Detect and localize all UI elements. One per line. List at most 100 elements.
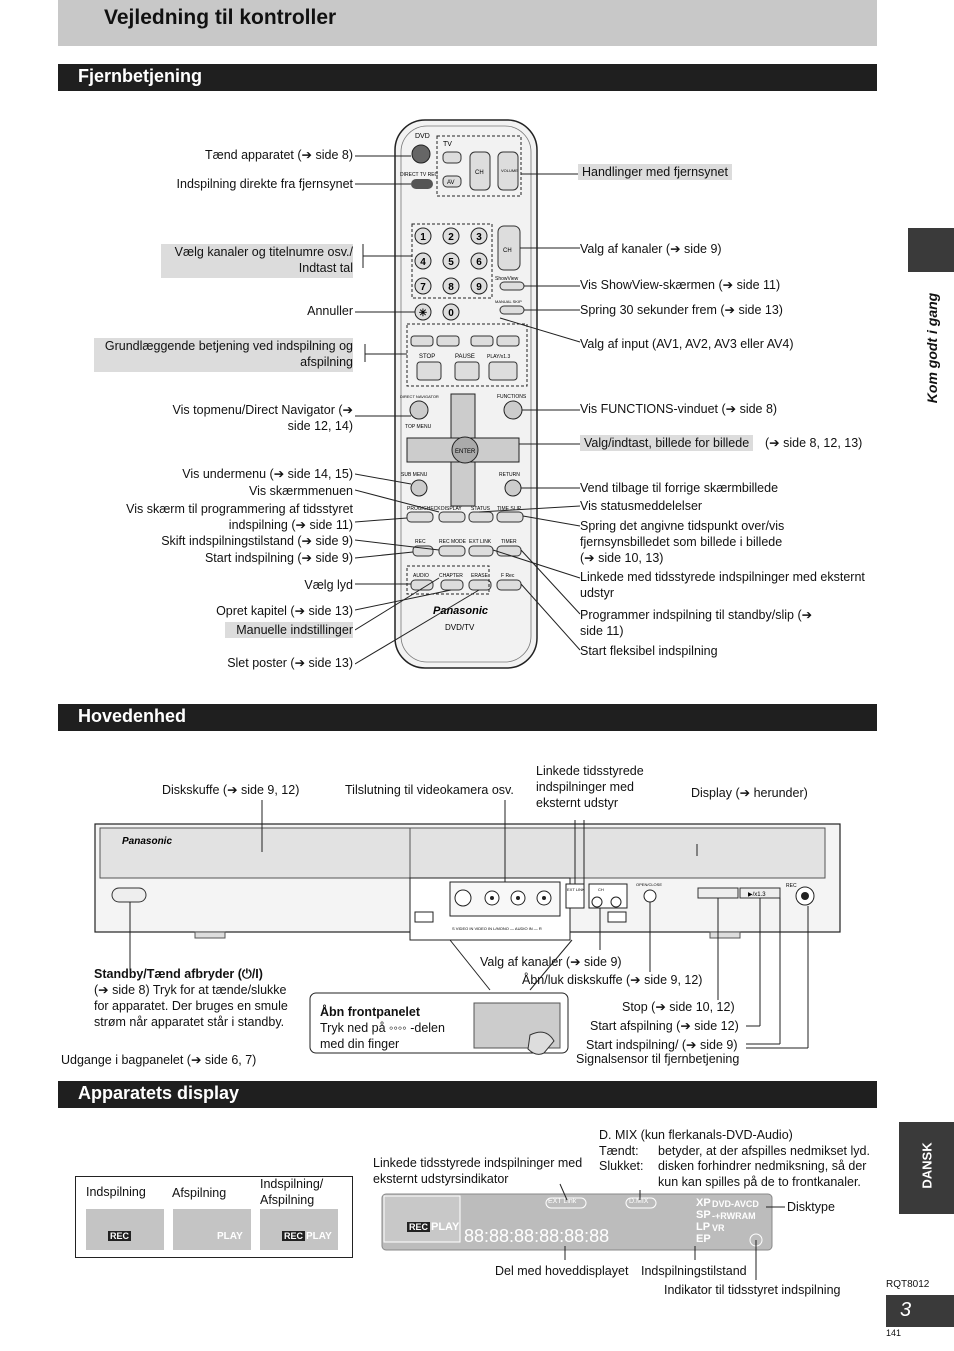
display-mode-xp: XP (696, 1197, 711, 1209)
unit-open-panel: Åbn frontpanelet Tryk ned på ◦◦◦◦ -delen… (320, 1004, 470, 1052)
section-display: Apparatets display (58, 1081, 877, 1108)
svg-text:ERASE: ERASE (471, 573, 489, 579)
display-main-part: Del med hoveddisplayet (495, 1264, 629, 1278)
unit-label-channel: Valg af kanaler (➔ side 9) (480, 955, 622, 969)
svg-text:DISPLAY: DISPLAY (441, 506, 462, 512)
svg-text:TIMER: TIMER (501, 539, 517, 545)
remote-label-audio: Vælg lyd (304, 578, 353, 592)
svg-text:VOLUME: VOLUME (501, 168, 518, 173)
display-panel-graphic: 88:88:88:88:88:88 (381, 1193, 773, 1251)
display-dmix-badge: D.MIX (629, 1198, 649, 1205)
unit-label-open-close: Åbn/luk diskskuffe (➔ side 9, 12) (522, 973, 703, 987)
svg-text:MANUAL SKIP: MANUAL SKIP (495, 299, 522, 304)
remote-label-skip30: Spring 30 sekunder frem (➔ side 13) (580, 303, 783, 317)
svg-text:DIRECT TV REC: DIRECT TV REC (400, 172, 439, 178)
title-bar (58, 0, 877, 46)
display-disc-line2: -+RWRAM (712, 1211, 756, 1221)
state-panel-play: PLAY (173, 1209, 251, 1250)
display-mode-ep: EP (696, 1233, 711, 1245)
svg-text:EXT LINK: EXT LINK (567, 887, 585, 892)
unit-label-tray: Diskskuffe (➔ side 9, 12) (162, 783, 300, 797)
svg-text:S VIDEO IN VIDEO IN L/MONO: S VIDEO IN VIDEO IN L/MONO — AUDIO IN — … (452, 926, 542, 931)
svg-text:PROG/CHECK: PROG/CHECK (407, 506, 441, 512)
svg-text:SUB MENU: SUB MENU (401, 472, 428, 478)
unit-label-camcorder: Tilslutning til videokamera osv. (345, 783, 514, 797)
display-mode-lp: LP (696, 1221, 711, 1233)
svg-text:9: 9 (476, 282, 482, 293)
remote-label-chapter: Opret kapitel (➔ side 13) (216, 604, 353, 618)
display-timer-indicator: Indikator til tidsstyret indspilning (664, 1283, 841, 1297)
remote-label-functions: Vis FUNCTIONS-vinduet (➔ side 8) (580, 402, 778, 416)
display-dmix-on-text: betyder, at der afspilles nedmikset lyd. (658, 1144, 870, 1158)
display-ext-link-badge: EXT Link (548, 1198, 577, 1205)
svg-text:4: 4 (420, 257, 426, 268)
page-title: Vejledning til kontroller (104, 6, 337, 29)
remote-label-return: Vend tilbage til forrige skærmbillede (580, 481, 779, 495)
section-main-unit-title: Hovedenhed (78, 706, 187, 726)
svg-text:TOP MENU: TOP MENU (405, 424, 432, 430)
remote-label-timer: Programmer indspilning til standby/slip … (580, 608, 813, 638)
svg-text:CHAPTER: CHAPTER (439, 573, 463, 579)
remote-label-power: Tænd apparatet (➔ side 8) (204, 148, 353, 162)
svg-text:88:88:88:88:88:88: 88:88:88:88:88:88 (464, 1226, 609, 1246)
display-leader-lines (559, 1183, 785, 1280)
lang-tab-label: DANSK (919, 1142, 935, 1189)
svg-text:REC: REC (415, 539, 426, 545)
remote-label-direct-tv-rec: Indspilning direkte fra fjernsynet (176, 177, 353, 191)
svg-text:CH: CH (503, 248, 512, 254)
side-tab-marker (908, 228, 954, 272)
state-panel-recplay: REC PLAY (260, 1209, 338, 1250)
svg-text:RETURN: RETURN (499, 472, 520, 478)
remote-label-status: Vis statusmeddelelser (580, 499, 703, 513)
svg-text:AUDIO: AUDIO (413, 573, 429, 579)
unit-label-display: Display (➔ herunder) (691, 786, 808, 800)
unit-label-play: Start afspilning (➔ side 12) (590, 1019, 739, 1033)
svg-text:TV: TV (443, 141, 452, 148)
unit-standby: Standby/Tænd afbryder (⏻/I) (➔ side 8) T… (94, 966, 294, 1030)
display-ext-link-indicator: Linkede tidsstyrede indspilninger med ek… (373, 1156, 583, 1186)
state-recplay-rec: REC (282, 1231, 306, 1241)
svg-text:2: 2 (448, 232, 454, 243)
remote-label-erase: Slet poster (➔ side 13) (227, 656, 353, 670)
svg-text:PLAY/x1.3: PLAY/x1.3 (487, 354, 510, 360)
remote-label-rec: Start indspilning (➔ side 9) (204, 551, 353, 565)
display-disc-vr: VR (712, 1223, 725, 1233)
unit-label-rear: Udgange i bagpanelet (➔ side 6, 7) (61, 1053, 257, 1067)
svg-text:DVD/TV: DVD/TV (445, 623, 475, 632)
display-disc-line1: DVD-AVCD (712, 1199, 759, 1209)
display-disc-type: Disktype (787, 1200, 835, 1214)
svg-text:6: 6 (476, 257, 482, 268)
unit-label-rec: Start indspilning/ (➔ side 9) (586, 1038, 738, 1052)
remote-label-display: Vis skærmmenuen (249, 484, 353, 498)
display-dmix-on-label: Tændt: (599, 1144, 639, 1158)
svg-text:Panasonic: Panasonic (122, 836, 172, 847)
display-states-box (75, 1176, 353, 1258)
svg-text:3: 3 (476, 232, 482, 243)
section-main-unit: Hovedenhed (58, 704, 877, 731)
svg-text:AV: AV (447, 180, 455, 186)
svg-text:8: 8 (448, 282, 454, 293)
state-panel-rec: REC (86, 1209, 164, 1250)
unit-standby-body: (➔ side 8) Tryk for at tænde/slukke for … (94, 983, 288, 1029)
remote-label-basic: Grundlæggende betjening ved indspilning … (94, 338, 353, 372)
section-display-title: Apparatets display (78, 1083, 240, 1103)
svg-text:EXT LINK: EXT LINK (469, 539, 492, 545)
remote-label-frec: Start fleksibel indspilning (580, 644, 718, 658)
svg-text:DIRECT NAVIGATOR: DIRECT NAVIGATOR (400, 394, 439, 399)
display-dmix-off-label: Slukket: (599, 1159, 644, 1173)
svg-text:REC MODE: REC MODE (439, 539, 467, 545)
unit-label-sensor: Signalsensor til fjernbetjening (576, 1052, 740, 1066)
unit-open-panel-title: Åbn frontpanelet (320, 1005, 420, 1019)
unit-open-panel-body: Tryk ned på ◦◦◦◦ -delen med din finger (320, 1021, 445, 1051)
svg-text:PAUSE: PAUSE (455, 354, 475, 360)
lang-tab: DANSK (899, 1122, 954, 1214)
svg-text:STATUS: STATUS (471, 506, 491, 512)
state-play-badge: PLAY (217, 1231, 243, 1242)
svg-text:ENTER: ENTER (455, 449, 476, 455)
display-play-badge: PLAY (431, 1221, 460, 1233)
page-sub: 141 (886, 1328, 902, 1338)
display-rec-badge: REC (407, 1222, 431, 1232)
remote-label-prog: Vis skærm til programmering af tidsstyre… (126, 502, 353, 532)
svg-text:7: 7 (420, 282, 426, 293)
remote-label-sub-menu: Vis undermenu (➔ side 14, 15) (182, 467, 353, 481)
